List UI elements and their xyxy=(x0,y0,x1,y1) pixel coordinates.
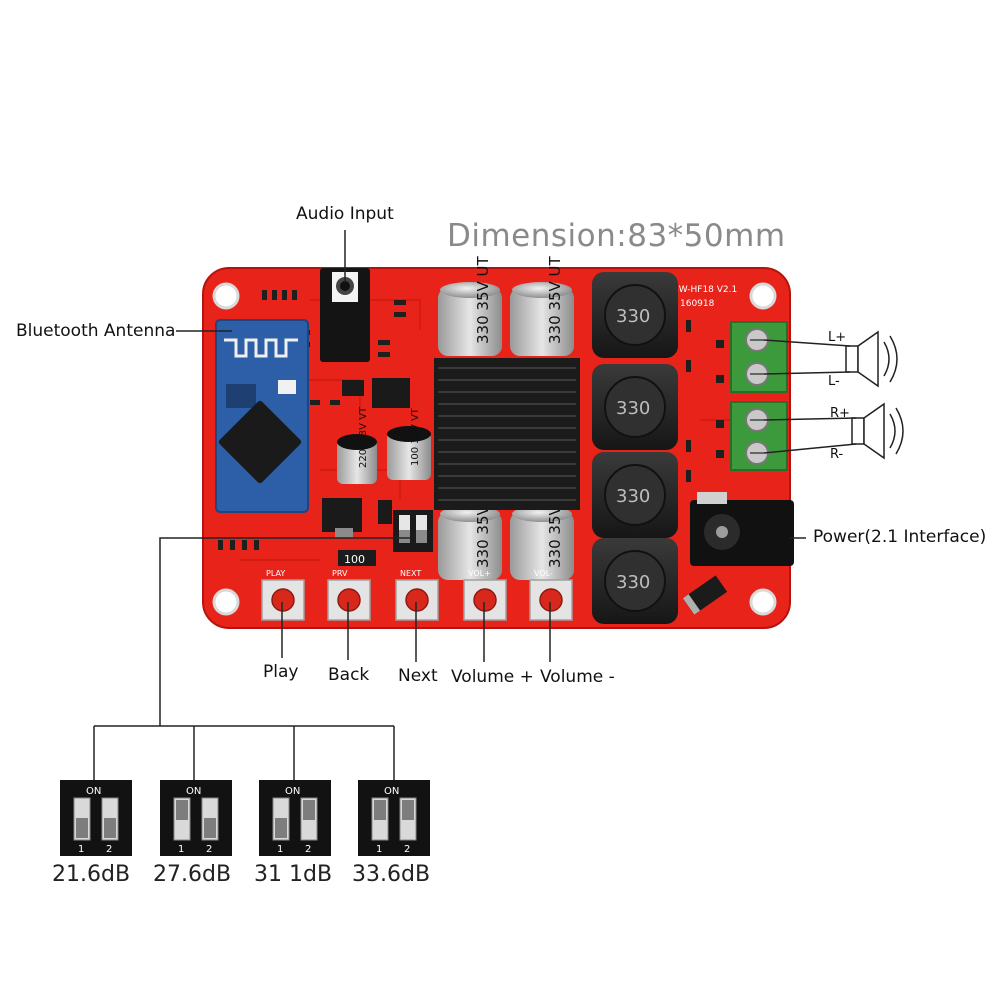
speaker-terminal-right xyxy=(730,401,788,471)
board-button[interactable]: PLAY xyxy=(261,569,305,621)
dip-pin-2: 2 xyxy=(404,844,410,855)
board-button-silk: VOL- xyxy=(534,569,553,578)
dip-slider xyxy=(176,800,188,820)
board-button[interactable]: PRV xyxy=(327,569,371,621)
button-label-volume-down: Volume - xyxy=(540,667,615,687)
antenna-trace xyxy=(224,338,298,358)
board-buttons: PLAY PRV NEXT VOL+ VOL- xyxy=(261,569,573,621)
dimension-label: Dimension: xyxy=(447,218,628,254)
dimension-text: Dimension:83*50mm xyxy=(447,218,786,254)
dip-pin-1: 1 xyxy=(178,844,184,855)
dimension-value: 83*50mm xyxy=(627,218,786,254)
leader-lines xyxy=(93,230,857,780)
inductor: 330 xyxy=(592,452,678,538)
power-label: Power(2.1 Interface) xyxy=(813,527,987,547)
capacitor-100: 100 35V VT xyxy=(387,407,431,480)
terminal-left-minus: L- xyxy=(828,374,840,389)
svg-text:100: 100 xyxy=(344,553,365,566)
board-button[interactable]: VOL+ xyxy=(463,569,507,621)
button-label-back: Back xyxy=(328,665,370,685)
board-dip-switch xyxy=(393,510,433,552)
dip-slider xyxy=(204,818,216,838)
dip-setting: ON 1 2 xyxy=(160,780,232,856)
inductor-label: 330 xyxy=(616,398,650,419)
inductors: 330 330 330 330 xyxy=(592,272,678,624)
inductor-label: 330 xyxy=(616,306,650,327)
power-jack xyxy=(690,492,794,566)
big-capacitor-label: 330 35V UT xyxy=(474,256,492,344)
dip-setting: ON 1 2 xyxy=(259,780,331,856)
big-capacitor: 330 35V UT xyxy=(438,256,502,356)
inductor-label: 330 xyxy=(616,572,650,593)
board-button-silk: PLAY xyxy=(266,569,285,578)
dip-slider xyxy=(275,818,287,838)
gain-label-4: 33.6dB xyxy=(352,862,431,887)
board-button[interactable]: VOL- xyxy=(529,569,573,621)
big-capacitor-label: 330 35V UT xyxy=(546,256,564,344)
dip-pin-2: 2 xyxy=(206,844,212,855)
svg-text:220 6.3V VT: 220 6.3V VT xyxy=(358,406,369,468)
heatsink xyxy=(434,358,580,510)
audio-jack xyxy=(320,268,370,362)
bluetooth-chip xyxy=(218,400,302,484)
button-label-volume-up: Volume + xyxy=(451,667,534,687)
board-button-silk: VOL+ xyxy=(468,569,491,578)
dip-slider xyxy=(76,818,88,838)
board-button-silk: NEXT xyxy=(400,569,421,578)
gain-label-1: 21.6dB xyxy=(52,862,131,887)
gain-label-2: 27.6dB xyxy=(153,862,232,887)
dip-setting: ON 1 2 xyxy=(60,780,132,856)
mounting-holes xyxy=(212,282,777,616)
board-button[interactable]: NEXT xyxy=(395,569,439,621)
board-date-silk: 160918 xyxy=(680,299,715,309)
gain-label-3: 31 1dB xyxy=(254,862,333,887)
dip-slider xyxy=(104,818,116,838)
dip-pin-2: 2 xyxy=(305,844,311,855)
speaker-right-icon xyxy=(851,402,904,460)
diode xyxy=(682,575,728,615)
dip-on-label: ON xyxy=(285,786,300,797)
audio-input-label: Audio Input xyxy=(296,204,394,224)
speaker-left-icon xyxy=(845,330,898,388)
dip-on-label: ON xyxy=(86,786,101,797)
speaker-terminal-left xyxy=(730,321,788,393)
dip-setting-diagrams: ON 1 2 ON 1 2 ON 1 2 ON 1 2 xyxy=(60,780,430,856)
bluetooth-antenna-label: Bluetooth Antenna xyxy=(16,321,176,341)
button-label-next: Next xyxy=(398,666,438,686)
terminal-right-minus: R- xyxy=(830,447,844,462)
inductor: 330 xyxy=(592,538,678,624)
dip-slider xyxy=(374,800,386,820)
dip-pin-1: 1 xyxy=(78,844,84,855)
dip-slider xyxy=(303,800,315,820)
ic-chips xyxy=(322,378,410,538)
capacitor-220: 220 6.3V VT xyxy=(337,406,377,484)
dip-pin-2: 2 xyxy=(106,844,112,855)
dip-pin-1: 1 xyxy=(277,844,283,855)
dip-on-label: ON xyxy=(384,786,399,797)
inductor-label: 330 xyxy=(616,486,650,507)
dip-on-label: ON xyxy=(186,786,201,797)
inductor: 330 xyxy=(592,364,678,450)
dip-setting: ON 1 2 xyxy=(358,780,430,856)
button-label-play: Play xyxy=(263,662,299,682)
terminal-left-plus: L+ xyxy=(828,330,847,345)
board-model-silk: SW-HF18 V2.1 xyxy=(673,285,737,295)
svg-text:100 35V VT: 100 35V VT xyxy=(410,407,421,466)
bluetooth-module xyxy=(215,319,309,513)
resistor-100: 100 xyxy=(338,550,376,566)
dip-pin-1: 1 xyxy=(376,844,382,855)
terminal-right-plus: R+ xyxy=(830,406,850,421)
big-capacitor: 330 35V UT xyxy=(510,256,574,356)
dip-slider xyxy=(402,800,414,820)
inductor: 330 xyxy=(592,272,678,358)
board-button-silk: PRV xyxy=(332,569,348,578)
